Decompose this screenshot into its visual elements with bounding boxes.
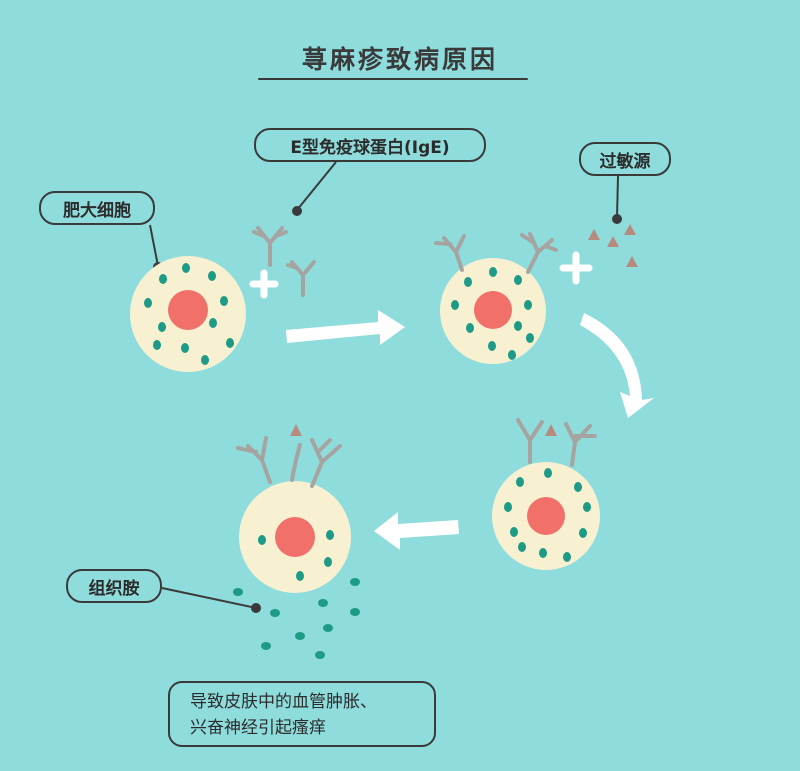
granules: [144, 263, 234, 365]
ige-leader-dot: [292, 206, 302, 216]
allergen-particle: [626, 256, 638, 267]
cell-nucleus: [527, 497, 565, 535]
plus-icon: [249, 269, 279, 299]
effect-description: 导致皮肤中的血管肿胀、 兴奋神经引起瘙痒: [168, 681, 436, 747]
bound-antibodies: [236, 436, 342, 488]
antibody-icon: [564, 422, 597, 467]
ige-label: E型免疫球蛋白(IgE): [254, 128, 486, 162]
antibody-icon: [516, 418, 544, 464]
mast-cell-resting: [130, 256, 246, 372]
allergen-particle: [545, 424, 557, 436]
antibody-icon: [252, 226, 288, 267]
plus-icons: [249, 251, 593, 299]
cell-nucleus: [275, 517, 315, 557]
antibody-icon: [286, 260, 316, 297]
bound-antibodies: [516, 418, 597, 467]
histamine-leader-line: [161, 587, 257, 609]
allergen-label: 过敏源: [579, 142, 671, 176]
histamine-leader-dot: [251, 603, 261, 613]
mast-cell-leader-line: [149, 224, 159, 267]
allergen-leader-line: [616, 175, 619, 219]
antibody-icon: [434, 234, 466, 272]
cell-nucleus: [474, 291, 512, 329]
granules: [451, 267, 534, 360]
granules: [504, 468, 591, 562]
free-antibodies: [252, 226, 316, 297]
histamine-label: 组织胺: [66, 569, 162, 603]
mast-cell-degranulating: [236, 424, 351, 593]
allergen-particle: [290, 424, 302, 436]
allergen-particle: [624, 224, 636, 235]
ige-leader-line: [296, 161, 337, 211]
arrow-curve-down: [580, 313, 654, 418]
arrow-right: [286, 310, 405, 345]
mast-cell-label: 肥大细胞: [39, 191, 155, 225]
cell-nucleus: [168, 290, 208, 330]
allergen-particle: [588, 229, 600, 240]
arrow-left: [374, 512, 459, 550]
allergen-particles: [588, 224, 638, 267]
page-title: 荨麻疹致病原因: [301, 45, 498, 74]
description-line-2: 兴奋神经引起瘙痒: [190, 718, 326, 738]
process-arrows: [286, 310, 654, 550]
allergen-leader-dot: [612, 214, 622, 224]
antibody-icon: [290, 443, 302, 482]
antibody-icon: [236, 436, 272, 484]
mast-cell-sensitized: [434, 232, 558, 364]
released-histamine: [233, 578, 360, 659]
allergen-particle: [607, 236, 619, 247]
description-line-1: 导致皮肤中的血管肿胀、: [190, 692, 377, 712]
antibody-icon: [520, 232, 558, 274]
plus-icon: [559, 251, 593, 285]
mast-cell-activated: [492, 418, 600, 570]
antibody-icon: [310, 438, 342, 488]
bound-antibodies: [434, 232, 558, 274]
leader-lines: [149, 161, 619, 609]
title-underline: [258, 78, 528, 80]
granules: [258, 530, 334, 581]
